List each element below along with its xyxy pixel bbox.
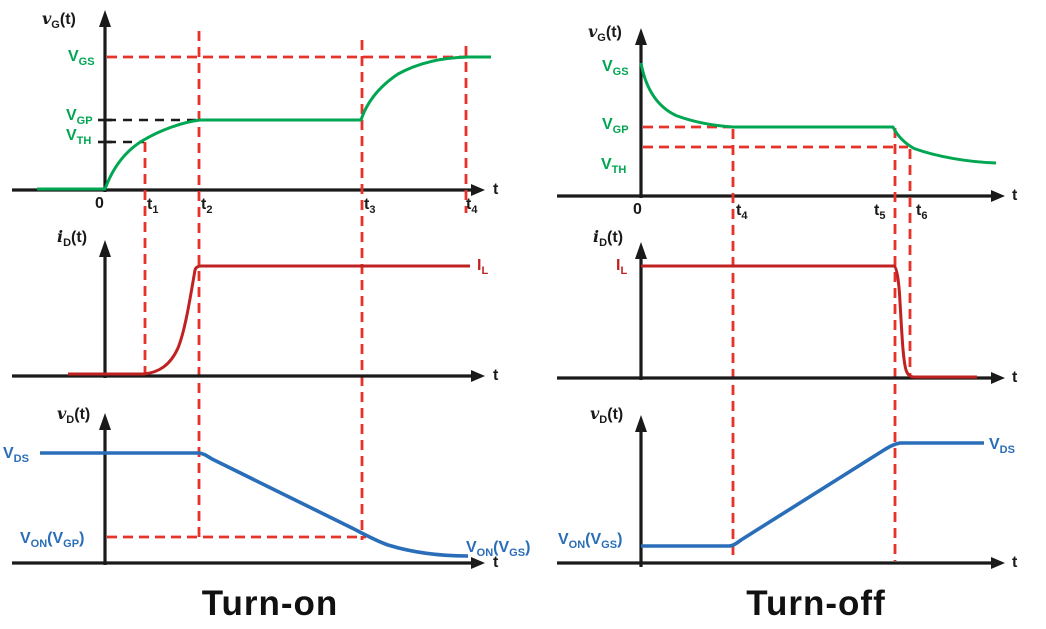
vth-level-label-off: VTH xyxy=(601,156,627,176)
turn-off-drain-voltage-plot xyxy=(557,415,1005,569)
turn-off-voltage-time-axis-arrow-icon xyxy=(991,557,1005,569)
t6-tick-label-off: t6 xyxy=(916,202,928,222)
turn-off-drain-current-plot xyxy=(557,242,1005,384)
turn-on-voltage-axis-arrow-icon xyxy=(99,413,111,430)
turn-off-drain-voltage-curve xyxy=(641,441,984,548)
turn-off-gate-time-axis-arrow-icon xyxy=(991,190,1005,202)
turn-on-gate-voltage-axis-arrow-icon xyxy=(99,10,111,27)
turn-off-gate-plot xyxy=(557,28,1005,561)
von-vgs-level-label-off: VON(VGS) xyxy=(558,531,623,551)
turn-off-current-axis-arrow-icon xyxy=(635,242,647,259)
turn-on-origin-label: 0 xyxy=(95,195,104,212)
turn-off-origin-label: 0 xyxy=(633,201,642,218)
vgp-level-label-off: VGP xyxy=(602,116,629,136)
turn-on-gate-time-axis-arrow-icon xyxy=(471,184,485,196)
turn-off-current-time-axis-arrow-icon xyxy=(991,372,1005,384)
t5-tick-label-off: t5 xyxy=(874,202,886,222)
t4-tick-label-off: t4 xyxy=(736,202,748,222)
turn-on-voltage-time-label: t xyxy=(493,554,499,571)
il-level-label-off: IL xyxy=(616,257,628,277)
vth-level-label: VTH xyxy=(66,127,92,147)
vgp-level-label: VGP xyxy=(66,107,93,127)
turn-on-current-axis-label: iD(t) xyxy=(57,227,88,249)
turn-on-current-axis-arrow-icon xyxy=(99,240,111,257)
turn-off-drain-current-curve xyxy=(641,264,977,379)
turn-off-voltage-axis-label: vD(t) xyxy=(590,404,624,426)
turn-on-drain-current-plot xyxy=(12,240,485,382)
turn-off-voltage-axis-arrow-icon xyxy=(635,415,647,432)
t4-tick-label: t4 xyxy=(466,196,478,216)
turn-on-title: Turn-on xyxy=(201,584,339,623)
turn-off-voltage-time-label: t xyxy=(1012,554,1018,571)
turn-off-current-time-label: t xyxy=(1012,369,1018,386)
turn-off-gate-voltage-axis-arrow-icon xyxy=(635,28,647,45)
turn-on-voltage-time-axis-arrow-icon xyxy=(471,557,485,569)
von-vgs-level-label: VON(VGS) xyxy=(466,539,531,559)
von-vgp-level-label: VON(VGP) xyxy=(20,530,85,550)
turn-on-drain-current-curve xyxy=(68,264,470,376)
turn-off-current-axis-label: iD(t) xyxy=(593,227,624,249)
turn-on-voltage-axis-label: vD(t) xyxy=(57,404,91,426)
vds-level-label-off: VDS xyxy=(989,436,1015,456)
turn-off-gate-voltage-curve xyxy=(639,62,997,165)
turn-off-gate-axis-label: vG(t) xyxy=(588,22,622,44)
turn-on-gate-time-label: t xyxy=(493,181,499,198)
t3-tick-label: t3 xyxy=(364,196,376,216)
t1-tick-label: t1 xyxy=(147,196,159,216)
turn-on-gate-voltage-curve xyxy=(37,55,491,191)
vgs-level-label: VGS xyxy=(68,48,95,68)
turn-on-drain-voltage-curve xyxy=(40,451,469,558)
turn-on-gate-plot xyxy=(12,10,491,540)
vgs-level-label-off: VGS xyxy=(602,58,629,78)
turn-on-current-time-axis-arrow-icon xyxy=(471,370,485,382)
turn-off-title: Turn-off xyxy=(746,584,886,623)
turn-on-current-time-label: t xyxy=(493,367,499,384)
turn-on-gate-axis-label: vG(t) xyxy=(42,9,76,31)
vds-level-label: VDS xyxy=(3,445,29,465)
t2-tick-label: t2 xyxy=(201,196,213,216)
il-level-label: IL xyxy=(477,257,489,277)
turn-off-gate-time-label: t xyxy=(1012,187,1018,204)
turn-on-drain-voltage-plot xyxy=(12,413,485,569)
